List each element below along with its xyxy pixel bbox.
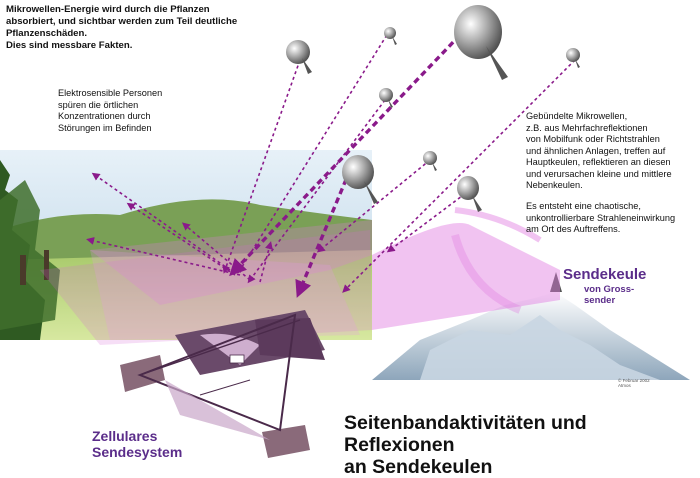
sendekeule-sub-line: von Gross- (584, 284, 635, 295)
title-line: an Sendekeulen (344, 456, 493, 478)
beam-4 (247, 99, 386, 284)
title-line: Seitenbandaktivitäten und Reflexionen (344, 412, 587, 456)
strong-beams (229, 33, 462, 298)
beam-1 (222, 59, 301, 274)
sensitive-persons-note: Elektrosensible Personen spüren die örtl… (58, 88, 208, 134)
dish-icon (379, 88, 393, 108)
beam-note-line: Hauptkeulen, reflektieren an diesen (526, 157, 671, 167)
beam-6 (386, 189, 471, 253)
header-note-line: absorbiert, und sichtbar werden zum Teil… (6, 16, 238, 27)
beam-note-line: Nebenkeulen. (526, 180, 583, 190)
chaos-note-line: unkontrollierbare Strahleneinwirkung (526, 212, 676, 223)
sensitive-note-line: Konzentrationen durch (58, 111, 151, 121)
cellular-label-line: Zellulares (92, 428, 158, 444)
sendekeule-label: Sendekeule (563, 266, 647, 283)
beam-note-line: z.B. aus Mehrfachreflektionen (526, 122, 648, 133)
dish-icon (384, 27, 397, 45)
beam-2 (237, 29, 391, 274)
beam-9 (86, 237, 241, 276)
beam-3 (342, 59, 576, 293)
sendekeule-sublabel: von Gross- sender (584, 284, 634, 306)
beam-note-line: Gebündelte Mikrowellen, (526, 111, 628, 121)
diagram-canvas (0, 5, 690, 458)
chaos-note-line: am Ort des Auftreffens. (526, 224, 621, 234)
beam-note-line: und verursachen kleine und mittlere (526, 168, 672, 179)
sensitive-note-line: spüren die örtlichen (58, 99, 139, 110)
sensitive-note-line: Elektrosensible Personen (58, 88, 163, 98)
diagram-title: Seitenbandaktivitäten und Reflexionen an… (344, 412, 700, 478)
dish-icon (457, 176, 482, 212)
mountain-photo (372, 272, 690, 380)
dish-icon (286, 40, 312, 74)
cellular-label-line: Sendesystem (92, 444, 183, 460)
satellite-dishes (286, 5, 580, 212)
beam-note-line: von Mobilfunk oder Richtstrahlen (526, 134, 660, 144)
header-note-line: Pflanzenschäden. (6, 28, 88, 39)
sendekeule-sub-line: sender (584, 295, 616, 306)
header-note-line: Dies sind messbare Fakten. (6, 40, 133, 51)
strong-beam-1 (229, 33, 462, 277)
credit-line: Atmos (618, 383, 631, 388)
beam-note-line: und ähnlichen Anlagen, treffen auf (526, 145, 666, 156)
dish-icon (342, 155, 378, 204)
credit-line: © Februar 2002 (618, 378, 650, 383)
strong-beam-2 (295, 169, 352, 298)
dish-icon (566, 48, 580, 68)
header-note: Mikrowellen-Energie wird durch die Pflan… (6, 4, 306, 52)
dish-icon (423, 151, 437, 171)
beam-11 (259, 241, 273, 283)
cellular-system-label: Zellulares Sendesystem (92, 428, 182, 460)
dish-icon (454, 5, 508, 80)
cellular-transmitter-system (120, 310, 325, 458)
header-note-line: Mikrowellen-Energie wird durch die Pflan… (6, 4, 210, 15)
chaotic-radiation-note: Es entsteht eine chaotische, unkontrolli… (526, 201, 696, 236)
sensitive-note-line: Störungen im Befinden (58, 122, 152, 133)
chaos-note-line: Es entsteht eine chaotische, (526, 201, 641, 211)
bundled-microwaves-note: Gebündelte Mikrowellen, z.B. aus Mehrfac… (526, 111, 696, 192)
photo-credit: © Februar 2002 Atmos (618, 378, 650, 388)
